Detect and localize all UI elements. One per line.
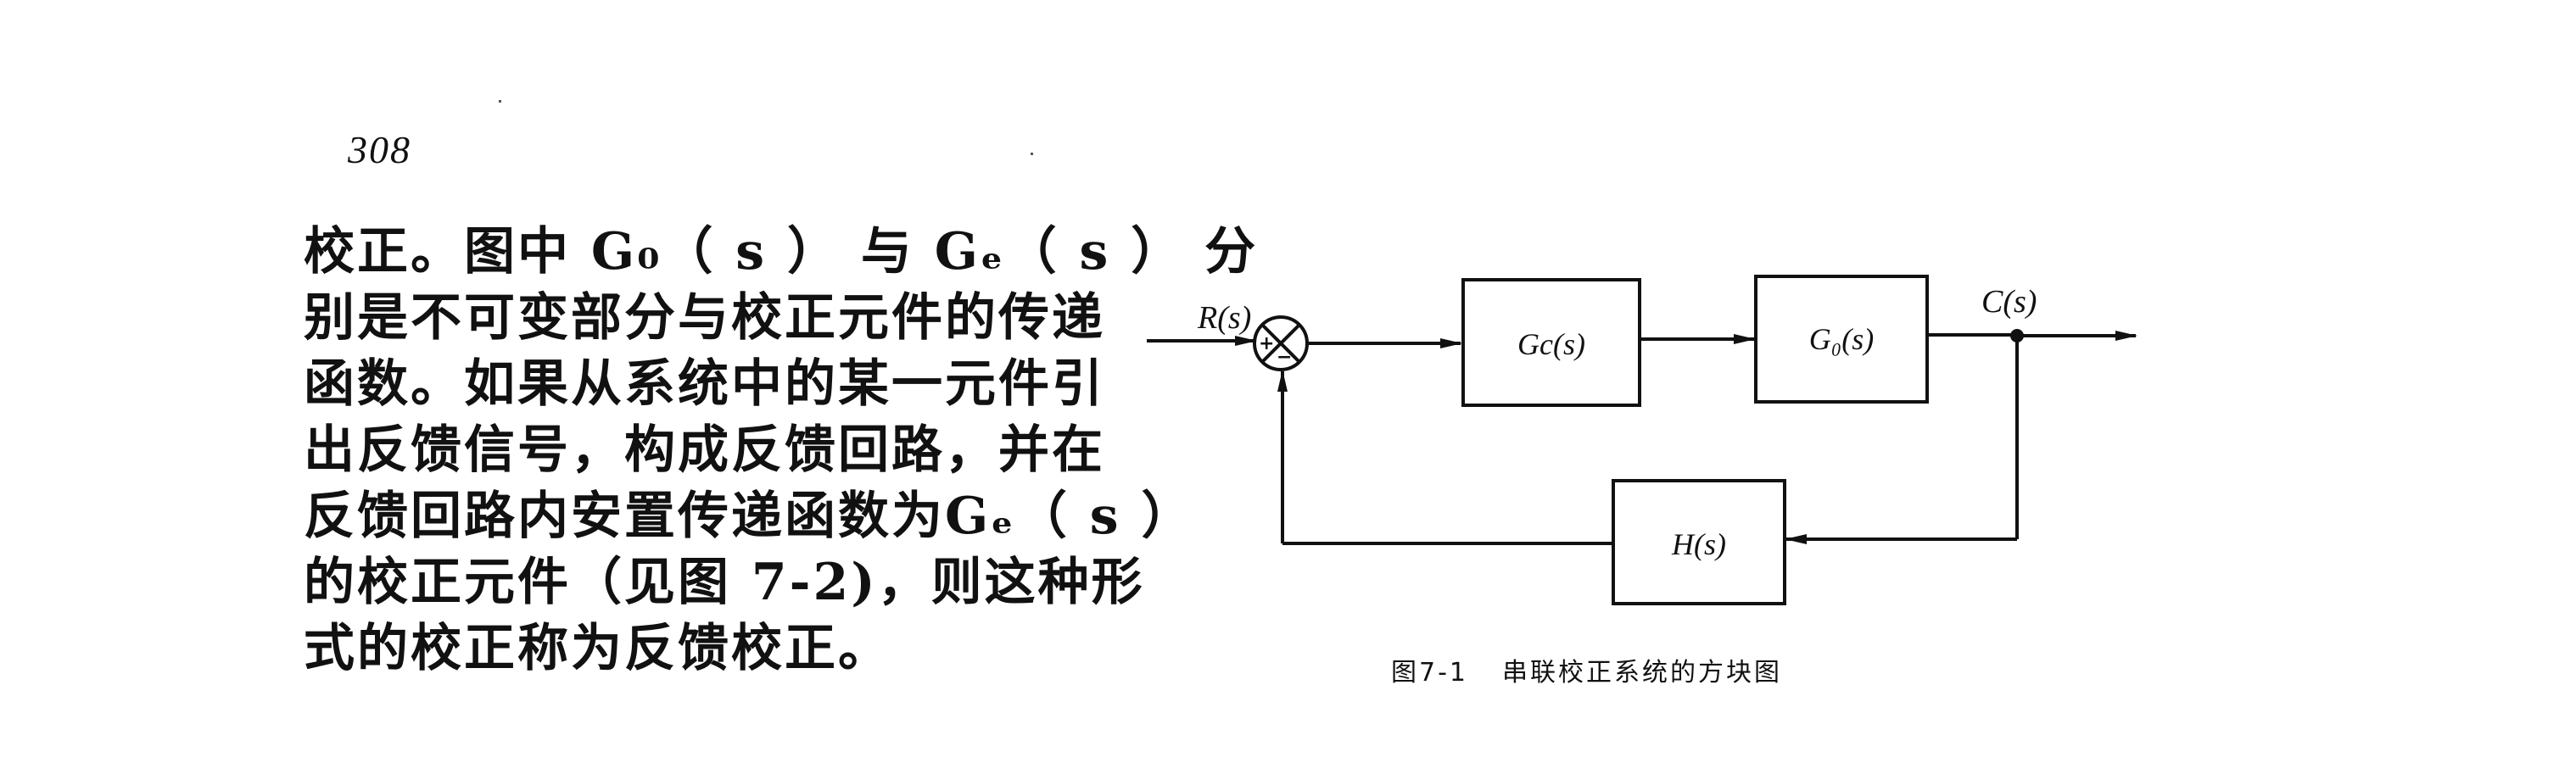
scan-speck [499,100,501,103]
feedback-label: H(s) [1671,527,1726,561]
figure-number: 图7-1 [1391,658,1468,688]
paragraph-line: 的校正元件（见图 7-2)，则这种形 [304,553,1145,612]
junction-cross [1260,323,1301,364]
controller-block [1461,278,1641,407]
output-label: C(s) [1981,284,2037,320]
junction-minus-sign: − [1277,347,1292,368]
page-number: 308 [348,128,411,171]
paragraph-line: 函数。如果从系统中的某一元件引 [304,354,1105,414]
paragraph-line: 校正。图中 G₀（ s ） 与 Gₑ（ s ） 分 [304,222,1259,281]
paragraph-line: 式的校正称为反馈校正。 [304,619,891,678]
input-label: R(s) [1197,300,1251,336]
figure-caption: 图7-1 串联校正系统的方块图 [1391,651,1782,688]
paragraph-line: 别是不可变部分与校正元件的传递 [304,288,1105,348]
plant-label: G₀(s) [1809,322,1875,356]
paragraph-line: 反馈回路内安置传递函数为Gₑ（ s ） [304,487,1195,546]
takeoff-point [2010,329,2024,343]
scan-speck [1031,153,1033,155]
junction-plus-sign: + [1259,333,1274,354]
paragraph-line: 出反馈信号，构成反馈回路，并在 [304,420,1105,480]
body-paragraph: 校正。图中 G₀（ s ） 与 Gₑ（ s ） 分 别是不可变部分与校正元件的传… [304,219,1259,682]
controller-label: Gc(s) [1517,327,1585,361]
figure-title: 串联校正系统的方块图 [1502,658,1782,688]
plant-block [1754,275,1929,404]
